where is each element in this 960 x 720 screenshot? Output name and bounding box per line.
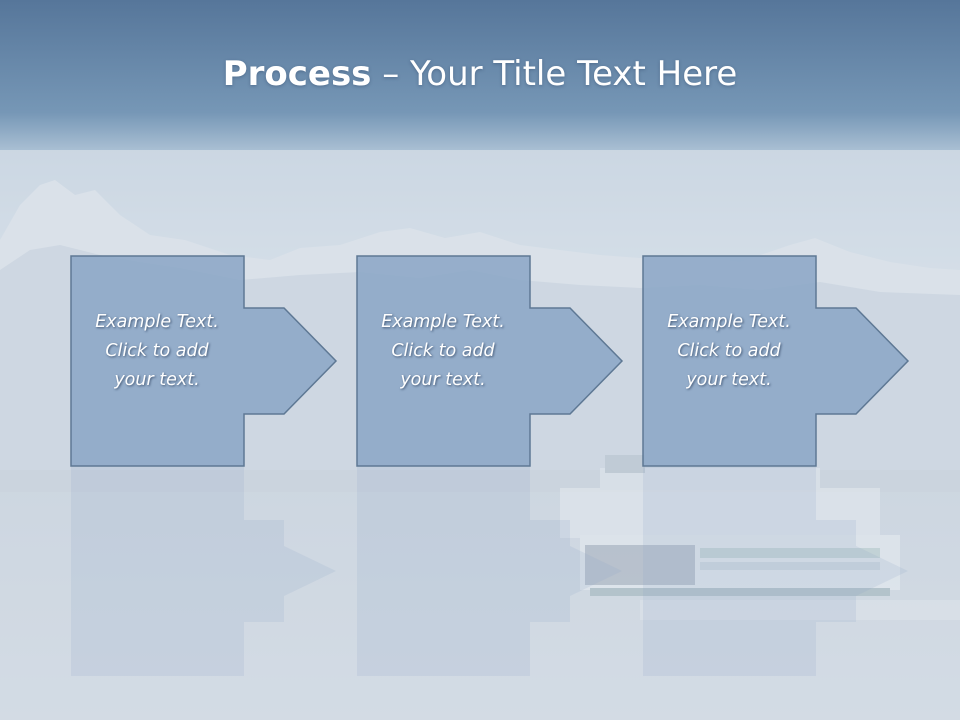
process-step-2[interactable]: Example Text. Click to add your text. (356, 255, 697, 676)
step-text[interactable]: Example Text. Click to add your text. (95, 312, 219, 390)
ferry (560, 455, 960, 620)
step-arrow-shape (70, 255, 338, 676)
step-text[interactable]: Example Text. Click to add your text. (667, 312, 791, 390)
process-step-1[interactable]: Example Text. Click to add your text. (70, 255, 411, 676)
title-rest: – Your Title Text Here (371, 54, 738, 94)
step-text[interactable]: Example Text. Click to add your text. (381, 312, 505, 390)
step-arrow-shape (642, 255, 910, 676)
step-arrow-shape (356, 255, 624, 676)
slide-title[interactable]: Process – Your Title Text Here (0, 52, 960, 96)
process-step-3[interactable]: Example Text. Click to add your text. (642, 255, 960, 676)
title-bold: Process (222, 54, 372, 94)
header-band (0, 0, 960, 150)
